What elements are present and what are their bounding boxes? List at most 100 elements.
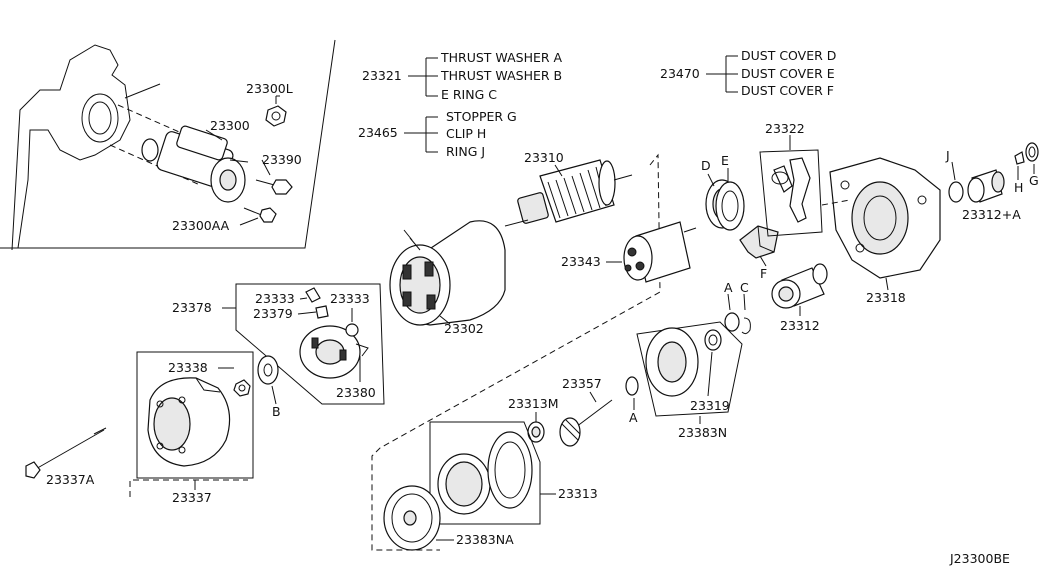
- label-23300: 23300: [210, 118, 250, 133]
- legend-item-thrust-washer-b: THRUST WASHER B: [440, 68, 562, 83]
- legend-item-thrust-washer-a: THRUST WASHER A: [440, 50, 563, 65]
- e-ring-c: [741, 317, 751, 335]
- label-23333-right: 23333: [330, 291, 370, 306]
- letter-a2: A: [629, 410, 638, 425]
- leader-23357: [589, 391, 597, 403]
- bolt-23390: [255, 179, 293, 195]
- brush-holder-group-23378: [235, 283, 385, 405]
- legend-item-clip-h: CLIP H: [446, 126, 486, 141]
- legend-item-stopper-g: STOPPER G: [446, 109, 517, 124]
- legend-item-e-ring-c: E RING C: [441, 87, 497, 102]
- stopper-g: [1025, 142, 1039, 162]
- label-23310: 23310: [524, 150, 564, 165]
- label-23337a: 23337A: [46, 472, 95, 487]
- leader-23302: [439, 315, 451, 325]
- label-23313: 23313: [558, 486, 598, 501]
- label-23300l: 23300L: [246, 81, 293, 96]
- leader-23300: [205, 129, 223, 141]
- lever-23322: [759, 149, 823, 237]
- leader-23318: [885, 277, 889, 291]
- legend-code-23465: 23465: [358, 125, 398, 140]
- label-23312a: 23312+A: [962, 207, 1021, 222]
- cover-23383na: [383, 485, 441, 551]
- through-bolt-23337a: [25, 427, 107, 479]
- pinion-23312a: [967, 169, 1005, 203]
- rear-bracket-box: [136, 351, 254, 479]
- letter-a1: A: [724, 280, 733, 295]
- assembly-dashed-outline: [371, 153, 661, 551]
- lever-box: [759, 149, 823, 237]
- legend-code-23470: 23470: [660, 66, 700, 81]
- internal-gear-23313: [429, 421, 541, 525]
- leader-d: [707, 173, 715, 187]
- engine-bore: [81, 93, 119, 143]
- legend-item-dust-cover-d: DUST COVER D: [741, 48, 836, 63]
- label-23378: 23378: [172, 300, 212, 315]
- label-23322: 23322: [765, 121, 805, 136]
- leader-f: [759, 255, 767, 267]
- clip-h: [1014, 151, 1025, 165]
- inset-border: [0, 39, 336, 249]
- letter-g: G: [1029, 173, 1039, 188]
- gear-housing-23383n: [636, 321, 743, 417]
- thrust-washer-a-upper: [724, 312, 740, 332]
- label-23383na: 23383NA: [456, 532, 514, 547]
- bolt-23300aa: [243, 207, 277, 223]
- assembly-dashed-outline-left: [129, 479, 248, 497]
- legend-item-ring-j: RING J: [446, 144, 485, 159]
- letter-b: B: [272, 404, 281, 419]
- legend-item-dust-cover-f: DUST COVER F: [741, 83, 834, 98]
- clip-23380: [355, 343, 369, 357]
- label-23300aa: 23300AA: [172, 218, 230, 233]
- letter-d: D: [701, 158, 711, 173]
- label-23333-left: 23333: [255, 291, 295, 306]
- legend-item-dust-cover-e: DUST COVER E: [741, 66, 835, 81]
- yoke-23302: [389, 220, 506, 326]
- engine-block-outline: [11, 44, 131, 251]
- leader-c: [743, 293, 746, 311]
- label-23319: 23319: [690, 398, 730, 413]
- housing-23383n-box: [636, 321, 743, 417]
- leader-b: [271, 385, 277, 405]
- leader-j: [951, 161, 956, 181]
- housing-dash: [821, 199, 851, 206]
- solenoid-23343: [623, 221, 697, 283]
- housing-23318: [829, 157, 941, 279]
- label-23302: 23302: [444, 321, 484, 336]
- leader-23390: [261, 159, 271, 176]
- label-23357: 23357: [562, 376, 602, 391]
- diagram-code: J23300BE: [949, 551, 1010, 566]
- legend-code-23321: 23321: [362, 68, 402, 83]
- armature-23310: [504, 159, 633, 227]
- ring-j: [948, 181, 964, 203]
- label-23312: 23312: [780, 318, 820, 333]
- rear-bracket-23337: [136, 351, 254, 479]
- label-23337: 23337: [172, 490, 212, 505]
- thrust-washer-b: [257, 355, 279, 385]
- brush-23333a: [305, 287, 321, 303]
- clutch-23312: [771, 263, 828, 309]
- brush-23333b: [345, 323, 359, 337]
- letter-e: E: [721, 153, 729, 168]
- leader-23300aa: [239, 217, 259, 226]
- legend-group-23465: 23465 STOPPER G CLIP H RING J: [358, 109, 517, 159]
- label-23390: 23390: [262, 152, 302, 167]
- label-23338: 23338: [168, 360, 208, 375]
- leader-23379: [297, 311, 317, 315]
- inset-panel: 23300L 23300 23390 23300AA: [0, 39, 336, 251]
- engine-edge: [124, 83, 161, 99]
- letter-c: C: [740, 280, 749, 295]
- label-23343: 23343: [561, 254, 601, 269]
- letter-f: F: [760, 266, 767, 281]
- leader-a1: [727, 293, 731, 311]
- letter-j: J: [945, 148, 950, 163]
- leader-23333-left: [299, 297, 308, 300]
- brush-holder-box: [235, 283, 385, 405]
- letter-h: H: [1014, 180, 1023, 195]
- starter-assembly-illustration: [141, 125, 249, 203]
- leader-23319: [707, 351, 713, 397]
- label-23380: 23380: [336, 385, 376, 400]
- label-23383n: 23383N: [678, 425, 727, 440]
